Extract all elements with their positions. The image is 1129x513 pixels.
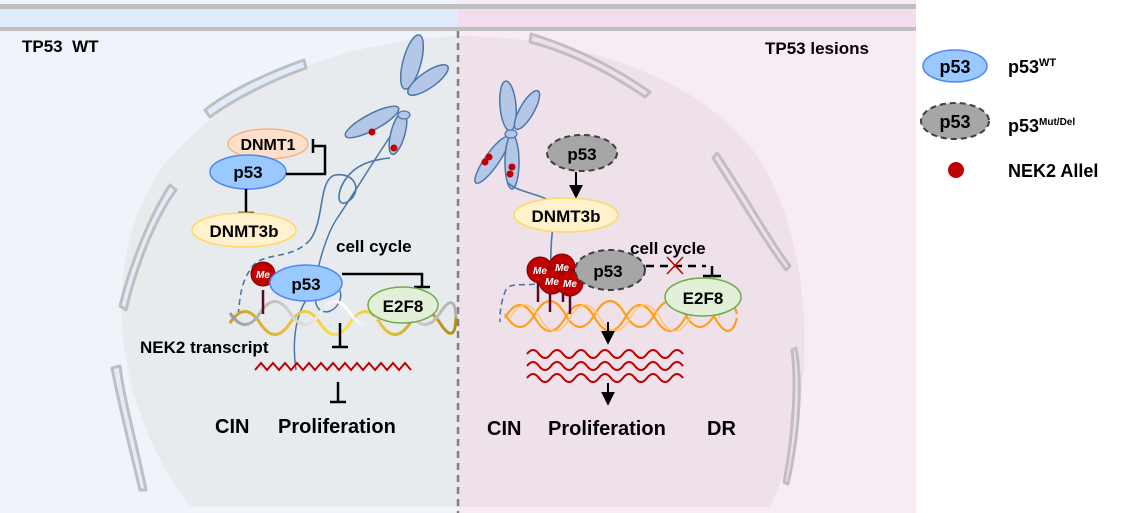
p53-wt-node-dna [269,264,343,302]
dnmt3b-right-label: DNMT3b [532,207,601,226]
left-outcome-proliferation: Proliferation [278,416,396,438]
right-cell-cycle-label: cell cycle [630,239,706,258]
right-top-rail [458,4,916,9]
dnmt3b-node [191,212,297,248]
nek2-transcript-label: NEK2 transcript [140,338,269,357]
nek2-allele-dot [506,170,514,178]
p53-mut-legend-symbol-text: p53 [939,112,970,132]
e2f8-label: E2F8 [383,297,424,316]
dnmt1-label: DNMT1 [240,137,295,154]
e2f8-node-right [664,277,742,317]
right-outcome-dr: DR [707,418,736,440]
e2f8-right-label: E2F8 [683,289,724,308]
legend-label-main: p53 [1008,116,1039,136]
inhibit-p53-e2f8 [342,272,424,286]
nek2-allele-dot [390,144,398,152]
legend-label-sup: WT [1039,57,1056,69]
p53-wt-legend-symbol [922,49,988,83]
nek2-allele-dot [485,153,493,161]
p53-wt-legend-symbol-text: p53 [939,57,970,77]
e2f8-node [367,286,439,324]
p53-wt-node-top [209,154,287,190]
nek2-allele-legend-label: NEK2 Allel [1008,161,1098,181]
methyl-label: Me [256,270,270,281]
right-nuclear-envelope [528,32,801,486]
block-x-icon [666,256,684,275]
centromere [397,110,411,120]
legend-item-p53-mut: p53 p53Mut/Del [920,102,1075,140]
centromere [504,129,518,139]
left-chromosome [237,34,449,371]
p53-mut-legend-symbol [920,102,990,140]
chromatin-dashed [499,283,536,323]
chromatid [399,34,425,90]
methyl-label: Me [563,279,577,290]
legend-item-nek2-allele: NEK2 Allel [948,161,1098,181]
left-nuclear-envelope [110,58,308,492]
left-cell-cycle-label: cell cycle [336,237,412,256]
inhibit-p53-dnmt1 [286,144,327,176]
chromatid [344,105,400,139]
right-chromosome [474,80,556,323]
right-top-rail-lower [458,27,916,31]
chromatin-dashed [237,239,311,316]
right-outcome-cin: CIN [487,418,521,440]
methyl-label: Me [555,263,569,274]
legend-item-p53-wt: p53 p53WT [922,49,1056,83]
dnmt3b-label: DNMT3b [210,222,279,241]
left-outcome-cin: CIN [215,416,249,438]
chromatid [513,89,541,131]
dnmt3b-node-right [513,197,619,233]
nek2-transcripts-amplified [526,349,684,383]
nek2-allele-dot [481,158,489,166]
p53-mut-node-top [546,134,618,172]
p53-mut-top-label: p53 [567,145,596,164]
left-top-rail [0,4,458,9]
chromatid [407,64,449,96]
p53-mut-node-dna [574,249,646,291]
chromatin-loop [309,157,391,241]
left-panel-title: TP53 WT [22,37,99,56]
left-top-rail-lower [0,27,458,31]
p53-mut-legend-label: p53Mut/Del [1008,116,1075,136]
nek2-transcript-wave [254,361,412,372]
methyl-label: Me [545,277,559,288]
p53-wt-legend-label: p53WT [1008,57,1056,77]
nek2-allele-legend-dot [948,162,964,178]
legend-background [916,0,1129,513]
nek2-allele-dot [508,163,516,171]
legend-label-main: p53 [1008,57,1039,77]
right-top-band [458,9,916,27]
nek2-allele-dot [368,128,376,136]
p53-mut-dna-label: p53 [593,262,622,281]
legend: p53 p53WT p53 p53Mut/Del NEK2 Allel [920,49,1098,181]
left-top-band [0,9,458,27]
right-outcome-proliferation: Proliferation [548,418,666,440]
p53-dna-label: p53 [291,275,320,294]
right-panel-title: TP53 lesions [765,39,869,58]
methyl-label: Me [533,266,547,277]
legend-label-sup: Mut/Del [1039,117,1075,128]
p53-top-label: p53 [233,163,262,182]
chromatid [504,134,520,190]
